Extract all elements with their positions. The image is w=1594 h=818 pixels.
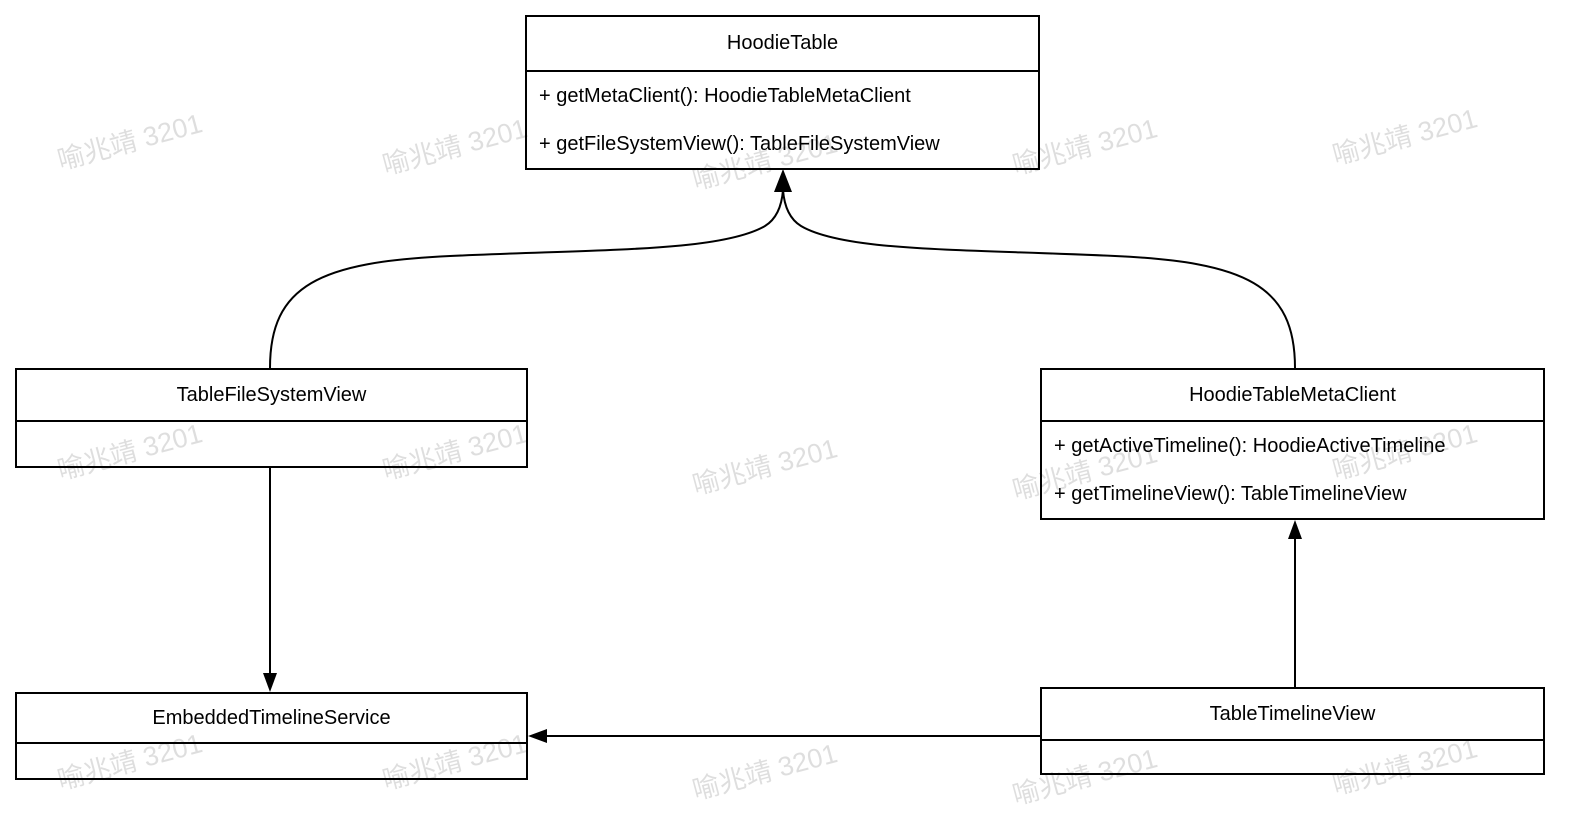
meta-client-method-gettimelineview: + getTimelineView(): TableTimelineView — [1054, 482, 1407, 505]
hoodie-table-meta-client-title: HoodieTableMetaClient — [1189, 383, 1396, 406]
arrowhead-left-to-embeddedtimelineservice — [528, 729, 547, 743]
class-table-timeline-view: TableTimelineView — [1040, 687, 1545, 775]
table-file-system-view-empty-compartment — [17, 420, 526, 466]
class-hoodie-table-meta-client: HoodieTableMetaClient + getActiveTimelin… — [1040, 368, 1545, 520]
embedded-timeline-service-title: EmbeddedTimelineService — [152, 706, 391, 729]
edge-filesystemview-to-hoodietable — [269, 189, 784, 369]
embedded-timeline-service-empty-compartment — [17, 742, 526, 778]
hoodie-table-meta-client-methods: + getActiveTimeline(): HoodieActiveTimel… — [1042, 420, 1543, 518]
table-file-system-view-title: TableFileSystemView — [176, 383, 367, 406]
hoodie-table-method-getmetaclient: + getMetaClient(): HoodieTableMetaClient — [539, 84, 911, 107]
arrowhead-to-metaclient — [1288, 520, 1302, 539]
hoodie-table-methods: + getMetaClient(): HoodieTableMetaClient… — [527, 70, 1038, 168]
edge-metaclient-to-hoodietable — [782, 189, 1296, 369]
table-timeline-view-title: TableTimelineView — [1209, 702, 1376, 725]
hoodie-table-method-getfilesystemview: + getFileSystemView(): TableFileSystemVi… — [539, 132, 940, 155]
arrowhead-to-hoodietable — [774, 169, 792, 192]
arrowhead-to-embeddedtimelineservice — [263, 673, 277, 692]
class-embedded-timeline-service: EmbeddedTimelineService — [15, 692, 528, 780]
table-timeline-view-empty-compartment — [1042, 739, 1543, 773]
meta-client-method-getactivetimeline: + getActiveTimeline(): HoodieActiveTimel… — [1054, 434, 1446, 457]
class-hoodie-table: HoodieTable + getMetaClient(): HoodieTab… — [525, 15, 1040, 170]
class-table-file-system-view: TableFileSystemView — [15, 368, 528, 468]
hoodie-table-title: HoodieTable — [726, 32, 839, 54]
